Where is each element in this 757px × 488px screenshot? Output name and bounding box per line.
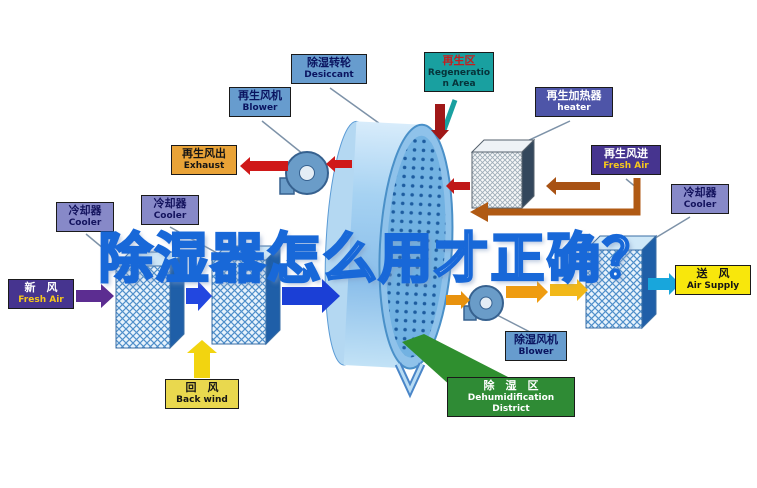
label-cooler-mid-en: Cooler	[153, 210, 187, 221]
label-regen-fresh-air: 再生风进 Fresh Air	[591, 145, 661, 175]
page-title: 除湿器怎么用才正确？	[97, 226, 659, 292]
arrow-to-cooler-right	[550, 279, 588, 301]
rotor-outlet-ribbon	[394, 362, 426, 399]
label-regen-area-zh: 再生区	[442, 54, 476, 67]
label-regen-heater-en: heater	[557, 102, 591, 113]
label-air-supply-en: Air Supply	[686, 280, 740, 291]
label-cooler-right-en: Cooler	[683, 199, 717, 210]
arrow-process-1	[186, 281, 212, 311]
arrow-process-2	[282, 279, 340, 313]
connector-lines	[85, 87, 691, 333]
label-cooler-mid: 冷却器 Cooler	[141, 195, 199, 225]
label-back-wind-zh: 回 风	[185, 381, 219, 394]
label-desiccant-wheel: 除湿转轮 Desiccant	[291, 54, 367, 84]
label-back-wind-en: Back wind	[176, 394, 228, 405]
label-regen-exhaust-en: Exhaust	[183, 160, 225, 171]
arrow-rotor-to-process-fan	[446, 291, 470, 309]
arrow-process-fan-out	[506, 281, 548, 303]
label-regen-exhaust-zh: 再生风出	[182, 147, 226, 160]
cooler-box-right	[584, 234, 658, 330]
label-dehumid-blower-en: Blower	[518, 346, 554, 357]
cooler-box-left	[114, 250, 186, 350]
label-cooler-mid-zh: 冷却器	[153, 197, 187, 210]
label-back-wind: 回 风 Back wind	[165, 379, 239, 409]
label-dehumid-district: 除 湿 区 Dehumidification District	[447, 377, 575, 418]
arrow-regen-exhaust	[240, 157, 288, 175]
label-fresh-air-zh: 新 风	[24, 281, 58, 294]
label-dehumid-blower: 除湿风机 Blower	[505, 331, 567, 361]
process-fan	[463, 285, 504, 321]
label-dehumid-district-en: Dehumidification District	[467, 392, 555, 414]
label-regen-fresh-air-zh: 再生风进	[604, 147, 648, 160]
label-regen-blower-zh: 再生风机	[238, 89, 282, 102]
label-regen-fresh-air-en: Fresh Air	[603, 160, 649, 171]
arrow-heater-to-rotor	[446, 178, 470, 194]
label-cooler-left-en: Cooler	[68, 217, 102, 228]
label-cooler-right-zh: 冷却器	[683, 186, 717, 199]
label-dehumid-district-zh: 除 湿 区	[483, 379, 539, 392]
label-cooler-right: 冷却器 Cooler	[671, 184, 729, 214]
label-fresh-air: 新 风 Fresh Air	[8, 279, 74, 309]
arrow-return-air	[187, 340, 217, 378]
arrow-air-supply	[648, 273, 680, 295]
arrow-rotor-to-regen-fan	[326, 156, 352, 172]
dehumid-zone-beam	[402, 334, 512, 387]
label-fresh-air-en: Fresh Air	[18, 294, 64, 305]
label-dehumid-blower-zh: 除湿风机	[514, 333, 558, 346]
arrow-into-heater	[546, 177, 600, 195]
label-regen-heater: 再生加热器 heater	[535, 87, 613, 117]
arrow-regen-fresh-elbow	[470, 178, 641, 222]
label-cooler-left-zh: 冷却器	[68, 204, 102, 217]
label-air-supply-zh: 送 风	[696, 267, 730, 280]
desiccant-rotor	[324, 120, 454, 370]
label-regen-heater-zh: 再生加热器	[546, 89, 602, 102]
arrow-fresh-air-in	[76, 284, 114, 308]
heater-box	[470, 138, 536, 210]
label-desiccant-wheel-en: Desiccant	[304, 69, 354, 80]
label-regen-blower-en: Blower	[242, 102, 278, 113]
arrow-regen-area-down	[431, 104, 449, 140]
label-cooler-left: 冷却器 Cooler	[56, 202, 114, 232]
regen-area-pointer	[441, 99, 458, 131]
label-desiccant-wheel-zh: 除湿转轮	[307, 56, 351, 69]
cooler-box-mid	[210, 244, 282, 346]
label-regen-area-en: Regeneration Area	[427, 67, 491, 89]
regen-fan	[279, 151, 329, 195]
label-regen-area: 再生区 Regeneration Area	[424, 52, 494, 93]
label-air-supply: 送 风 Air Supply	[675, 265, 751, 295]
label-regen-blower: 再生风机 Blower	[229, 87, 291, 117]
label-regen-exhaust: 再生风出 Exhaust	[171, 145, 237, 175]
